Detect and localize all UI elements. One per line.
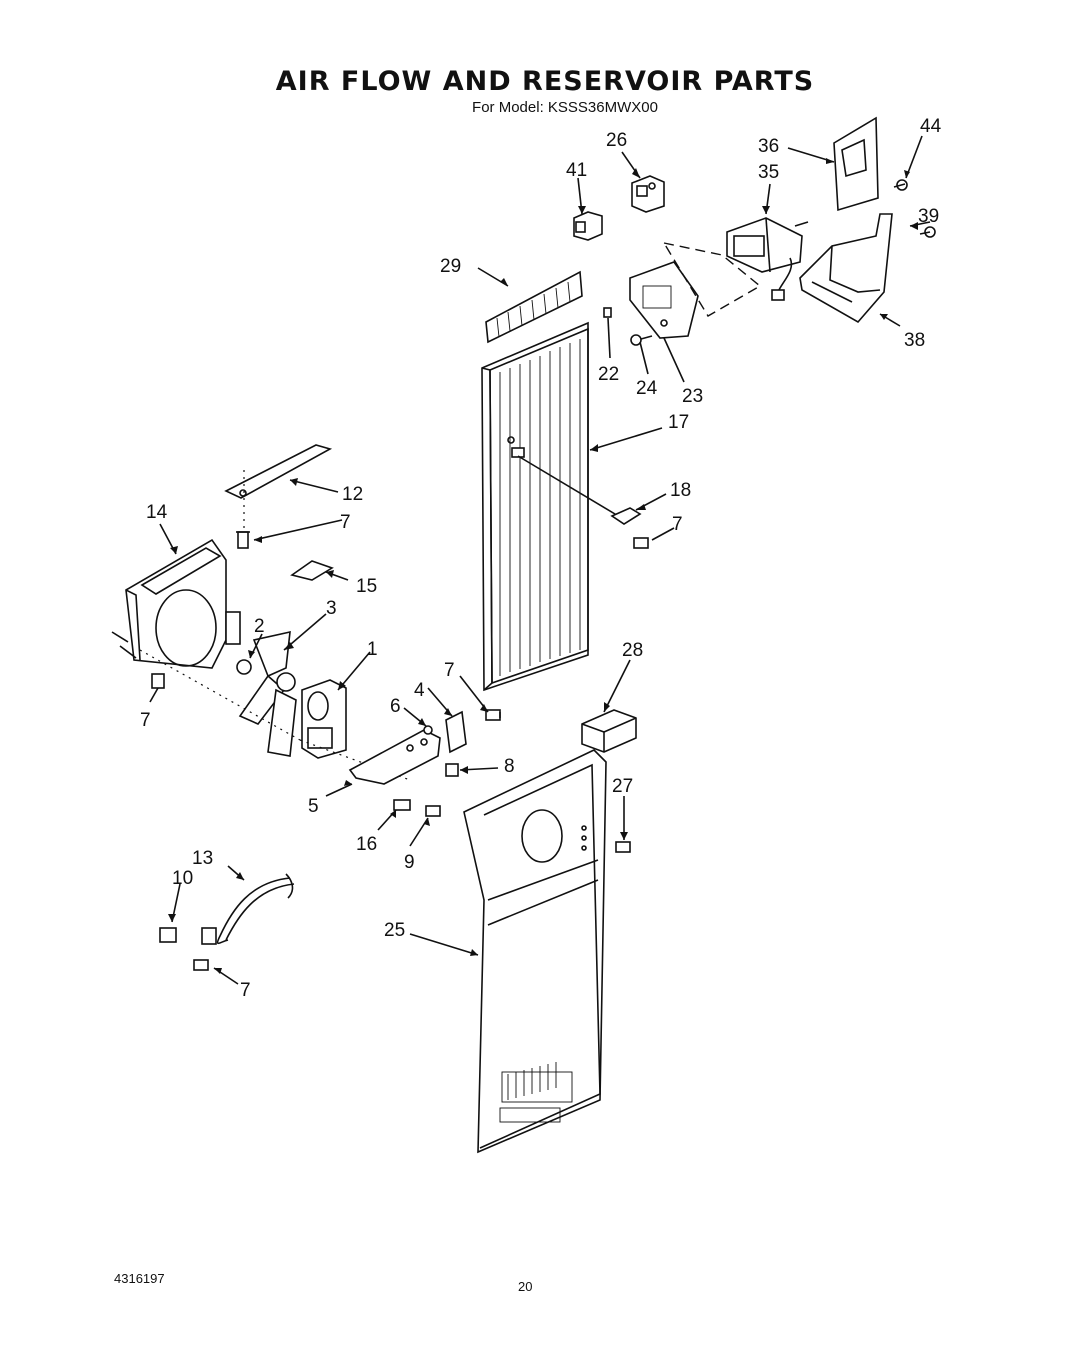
callout-28: 28 (622, 640, 643, 661)
part-7-screw-bottom (193, 959, 209, 971)
part-41-bushing (573, 211, 603, 241)
callout-7-bottom: 7 (240, 980, 251, 1001)
callout-labels: 1 2 3 4 5 6 7 7 7 7 7 8 9 10 12 13 14 15… (140, 116, 942, 1001)
part-38-housing (799, 213, 893, 324)
callout-7-right: 7 (672, 514, 683, 535)
callout-15: 15 (356, 576, 377, 597)
part-22-clip (603, 307, 612, 318)
part-17-panel (481, 321, 621, 692)
callout-2: 2 (254, 616, 265, 637)
document-number: 4316197 (114, 1271, 165, 1286)
callout-1: 1 (367, 639, 378, 660)
part-7-screw-top (236, 531, 250, 549)
part-28-block (581, 709, 637, 753)
callout-41: 41 (566, 160, 587, 181)
part-9-screw (425, 805, 441, 817)
part-7-screw-left (151, 673, 165, 689)
part-16-screw (393, 799, 411, 811)
model-subtitle: For Model: KSSS36MWX00 (472, 99, 658, 116)
part-7-screw-right (633, 537, 649, 549)
part-2-nut (236, 659, 252, 675)
callout-24: 24 (636, 378, 658, 399)
part-12-baffle (224, 444, 333, 530)
part-4-plate (445, 710, 467, 754)
callout-14: 14 (146, 502, 168, 523)
callout-25: 25 (384, 920, 405, 941)
part-14-shroud (111, 538, 241, 669)
callout-10: 10 (172, 868, 193, 889)
dashed-outline-23 (662, 241, 762, 317)
part-24-screw (630, 334, 653, 346)
part-36-bracket (833, 116, 879, 212)
callout-6: 6 (390, 696, 401, 717)
callout-16: 16 (356, 834, 377, 855)
part-15-clip (290, 560, 334, 581)
page-title: AIR FLOW AND RESERVOIR PARTS (275, 66, 815, 97)
callout-44: 44 (920, 116, 942, 137)
callout-26: 26 (606, 130, 627, 151)
part-8-nut (445, 763, 459, 777)
part-44-screw (893, 179, 908, 191)
part-7-screw-mid (485, 709, 501, 721)
part-5-bracket (348, 729, 441, 785)
axis-line (139, 649, 301, 741)
callout-5: 5 (308, 796, 319, 817)
callout-22: 22 (598, 364, 619, 385)
part-23-bracket (629, 261, 699, 339)
part-6-screw (423, 725, 433, 735)
callout-13: 13 (192, 848, 213, 869)
callout-36: 36 (758, 136, 779, 157)
callout-4: 4 (414, 680, 425, 701)
callout-18: 18 (670, 480, 691, 501)
page-number: 20 (518, 1279, 533, 1294)
callout-39: 39 (918, 206, 939, 227)
callout-7-left: 7 (140, 710, 151, 731)
part-27-screw (615, 841, 631, 853)
callout-35: 35 (758, 162, 779, 183)
part-10-connector (159, 927, 177, 943)
callout-38: 38 (904, 330, 925, 351)
part-26-knob (631, 175, 665, 213)
callout-27: 27 (612, 776, 633, 797)
callout-7-top: 7 (340, 512, 351, 533)
leader-arrowheads (168, 158, 918, 974)
part-1-motor (301, 679, 347, 759)
part-18-clip (610, 507, 642, 525)
callout-7-mid: 7 (444, 660, 455, 681)
callout-9: 9 (404, 852, 415, 873)
callout-17: 17 (668, 412, 689, 433)
part-39-screw (919, 226, 936, 238)
part-29-grille (485, 270, 583, 344)
callout-23: 23 (682, 386, 703, 407)
callout-3: 3 (326, 598, 337, 619)
callout-12: 12 (342, 484, 363, 505)
part-13-wire-harness (201, 873, 295, 945)
callout-29: 29 (440, 256, 461, 277)
part-35-transformer (726, 217, 809, 301)
callout-8: 8 (504, 756, 515, 777)
part-25-panel (463, 749, 607, 1154)
